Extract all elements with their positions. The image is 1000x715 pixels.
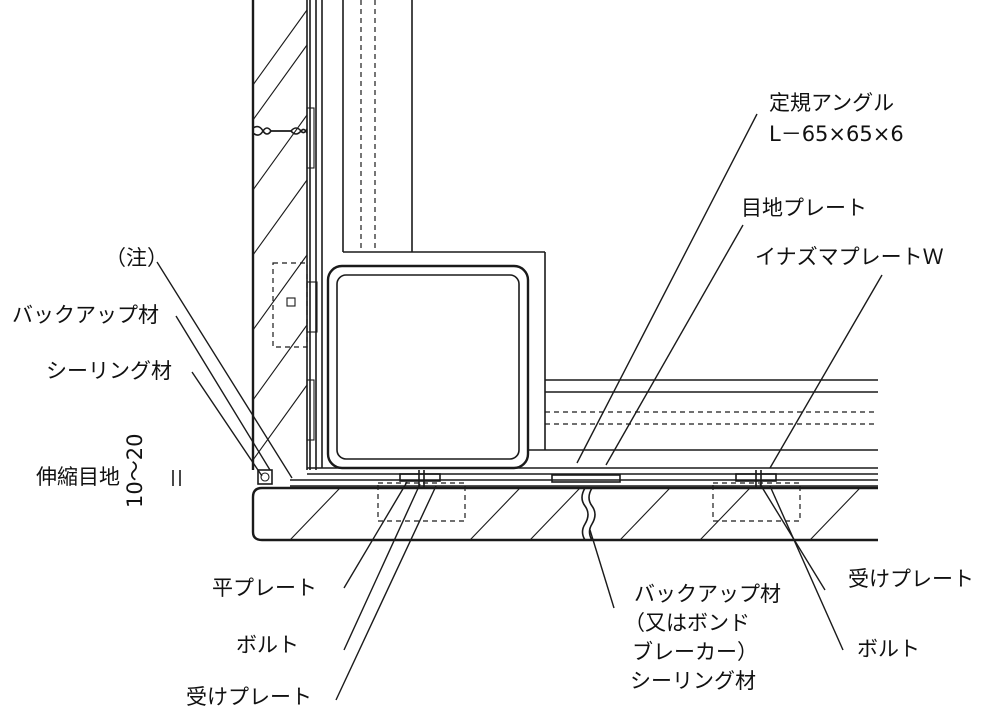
- label-bolt-right: ボルト: [857, 637, 920, 661]
- label-inazuma-plate: イナズマプレートＷ: [755, 245, 944, 269]
- label-sealing-bottom: シーリング材: [630, 669, 756, 693]
- joint-width-marker: [172, 470, 181, 486]
- label-backup-bottom-3: ブレーカー）: [632, 640, 758, 664]
- label-backup-bottom-1: バックアップ材: [634, 582, 781, 606]
- floor-slab: [251, 482, 878, 542]
- label-angle-spec: L－65×65×6: [769, 122, 904, 146]
- label-backup-bottom-2: （又はボンド: [624, 611, 750, 635]
- label-backup-left: バックアップ材: [12, 303, 159, 327]
- frame-horizontal: [528, 379, 878, 451]
- leader-lines: [156, 113, 883, 701]
- floor-joint-plates: [257, 467, 878, 488]
- label-joint-plate: 目地プレート: [741, 196, 867, 220]
- square-steel-tube: [326, 264, 530, 470]
- frame-vertical: [321, 0, 546, 468]
- label-receiving-plate-left: 受けプレート: [186, 685, 312, 709]
- wall-joint-plates: [306, 0, 318, 470]
- label-sealing-left: シーリング材: [46, 359, 172, 383]
- wall-panel: [251, 0, 308, 470]
- label-receiving-plate-right: 受けプレート: [848, 567, 974, 591]
- labels: 定規アングル L－65×65×6 目地プレート イナズマプレートＷ （注） バッ…: [12, 91, 974, 709]
- label-flat-plate: 平プレート: [212, 576, 317, 600]
- label-expansion-joint: 伸縮目地: [36, 465, 120, 489]
- label-bolt-left: ボルト: [236, 633, 299, 657]
- label-note: （注）: [105, 246, 168, 270]
- label-joint-width: 10～20: [123, 434, 147, 508]
- label-angle-name: 定規アングル: [769, 91, 894, 115]
